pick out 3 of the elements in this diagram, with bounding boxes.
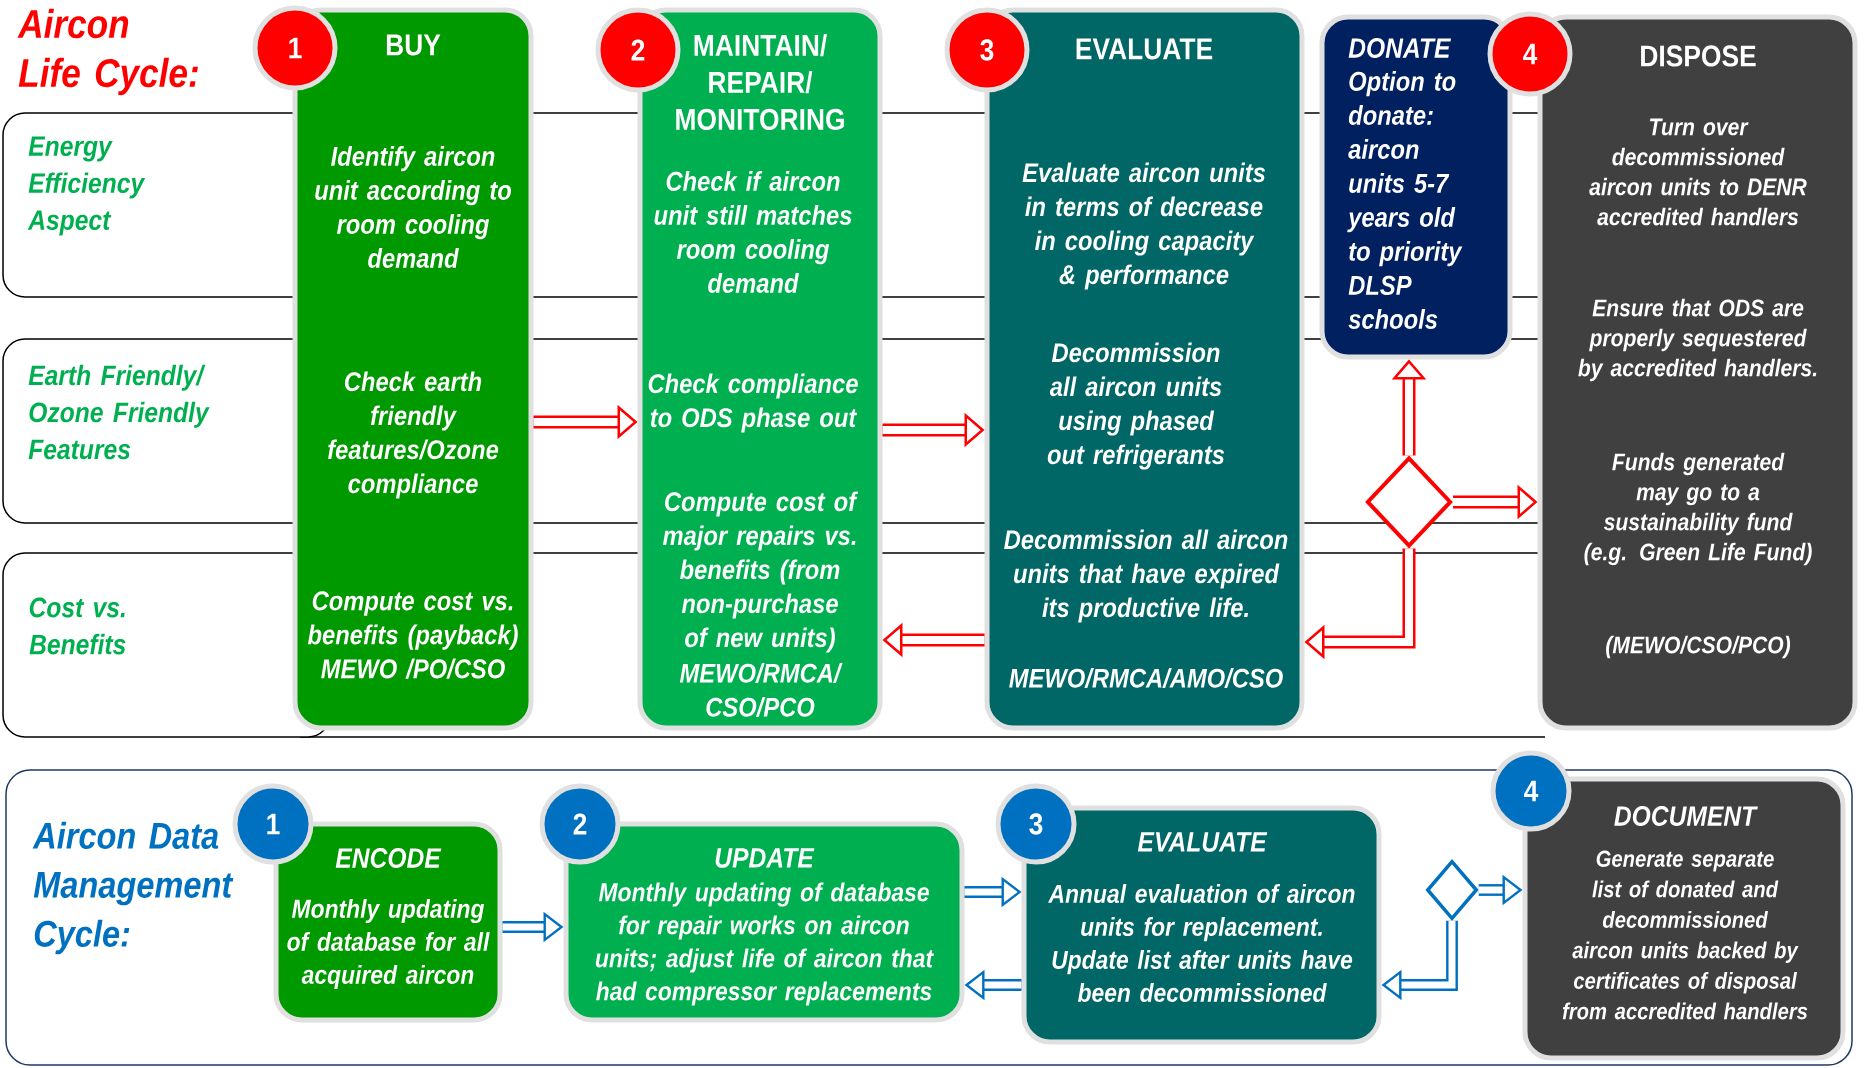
section-title: Aircon Life Cycle: xyxy=(17,8,198,96)
stage-box: DISPOSE Turn over decommissioned aircon units to DENR accredited handlers Ensure that ODS are properly sequestered by accredited handlers. Funds generated may go to a sustainability fund (e.g. Green Life Fund) (MEWO/CSO/PCO) xyxy=(1537,14,1858,731)
stage-box: DONATE Option to donate: aircon units 5-7 years old to priority DLSP schools xyxy=(1319,14,1513,360)
